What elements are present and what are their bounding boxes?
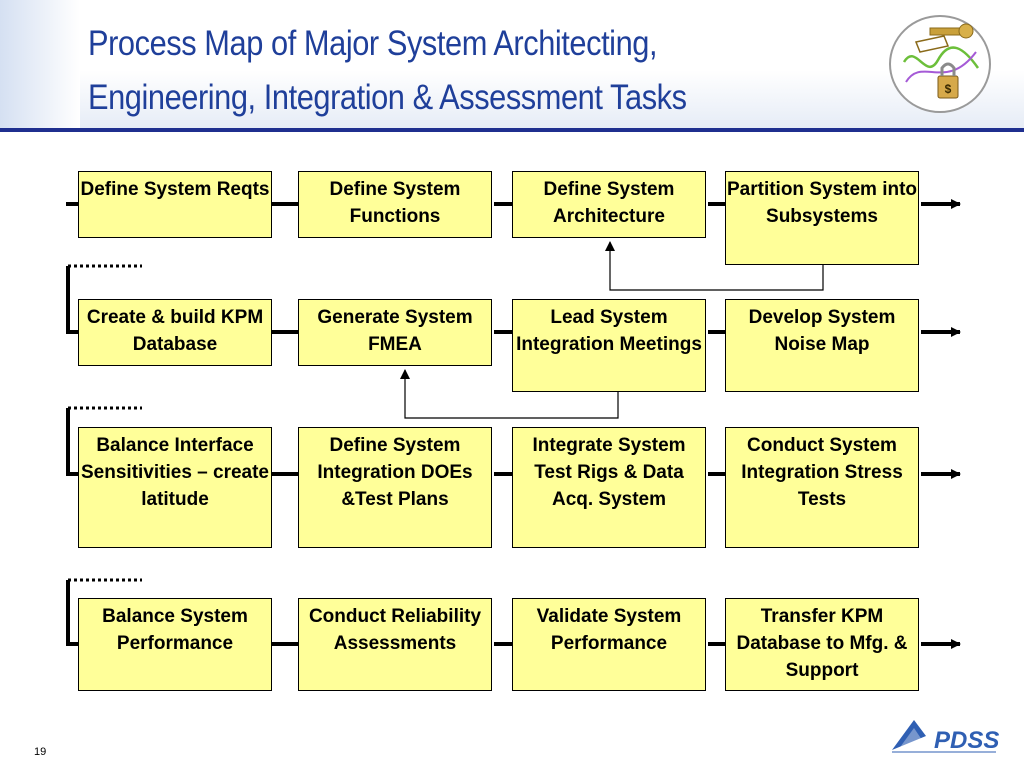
task-box: Conduct System Integration Stress Tests — [725, 427, 919, 548]
task-box: Transfer KPM Database to Mfg. & Support — [725, 598, 919, 691]
task-box: Lead System Integration Meetings — [512, 299, 706, 392]
task-box: Integrate System Test Rigs & Data Acq. S… — [512, 427, 706, 548]
task-box: Define System Integration DOEs &Test Pla… — [298, 427, 492, 548]
svg-text:$: $ — [945, 82, 952, 96]
task-box: Create & build KPM Database — [78, 299, 272, 366]
task-box: Validate System Performance — [512, 598, 706, 691]
key-lock-logo-icon: $ — [889, 15, 991, 113]
page-title-line-1: Process Map of Major System Architecting… — [88, 24, 658, 63]
task-box: Conduct Reliability Assessments — [298, 598, 492, 691]
task-box: Define System Functions — [298, 171, 492, 238]
header-rule — [0, 128, 1024, 132]
page-title-line-2: Engineering, Integration & Assessment Ta… — [88, 78, 687, 117]
task-box: Partition System into Subsystems — [725, 171, 919, 265]
task-box: Define System Reqts — [78, 171, 272, 238]
pdss-logo-text: PDSS — [934, 727, 999, 754]
task-box: Balance System Performance — [78, 598, 272, 691]
page-number: 19 — [34, 746, 47, 758]
pdss-logo-icon: PDSS — [892, 720, 999, 754]
task-box: Balance Interface Sensitivities – create… — [78, 427, 272, 548]
task-box: Generate System FMEA — [298, 299, 492, 366]
task-box: Develop System Noise Map — [725, 299, 919, 392]
task-box: Define System Architecture — [512, 171, 706, 238]
header-band — [0, 0, 1024, 128]
